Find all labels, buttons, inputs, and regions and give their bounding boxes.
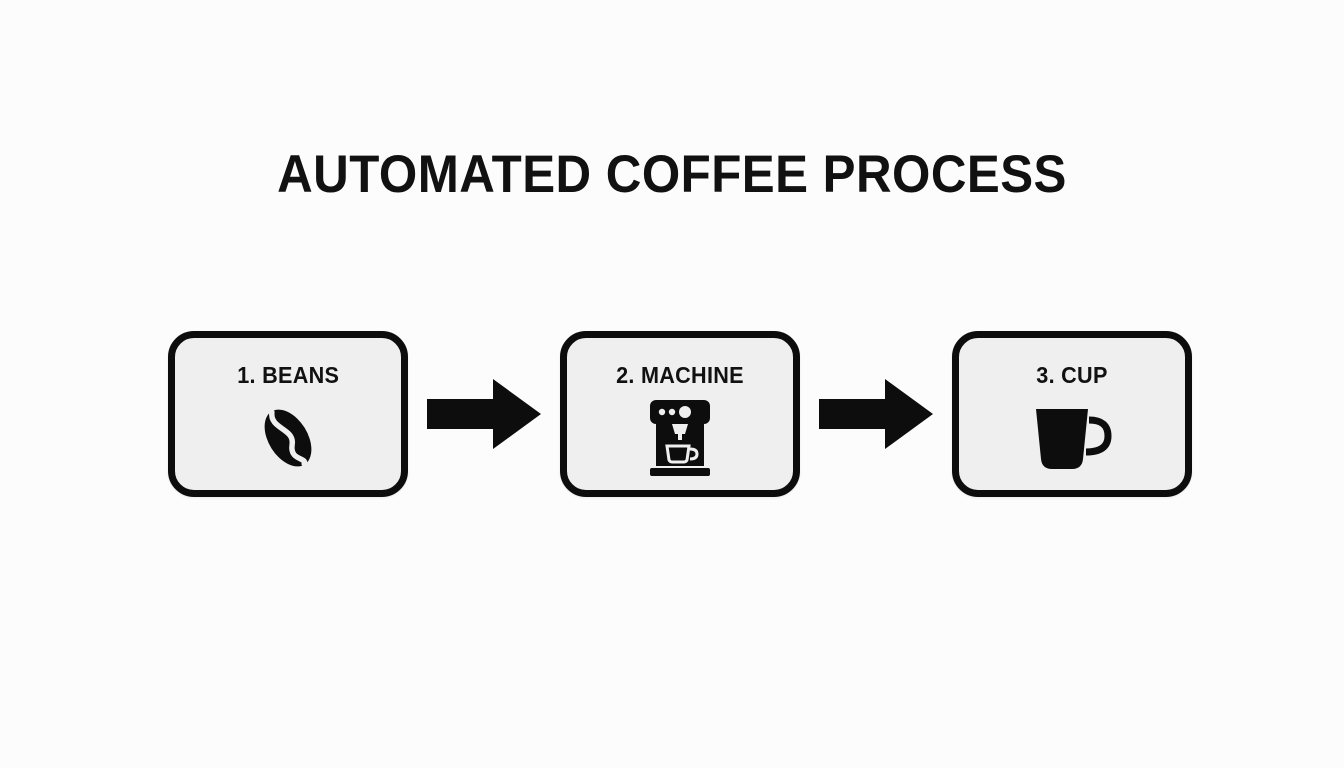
arrow-right-icon-1 bbox=[427, 379, 541, 449]
coffee-bean-icon bbox=[246, 399, 330, 477]
step-label-machine: 2. MACHINE bbox=[616, 362, 744, 388]
arrow-right-icon-2 bbox=[819, 379, 933, 449]
page-title: AUTOMATED COFFEE PROCESS bbox=[277, 145, 1067, 204]
step-label-cup: 3. CUP bbox=[1036, 362, 1108, 388]
coffee-cup-icon bbox=[1030, 399, 1114, 477]
process-flow: 1. BEANS 2. MACHINE bbox=[168, 330, 1192, 498]
step-label-beans: 1. BEANS bbox=[237, 362, 339, 388]
step-box-beans[interactable]: 1. BEANS bbox=[168, 331, 408, 497]
espresso-machine-icon bbox=[638, 399, 722, 477]
step-box-cup[interactable]: 3. CUP bbox=[952, 331, 1192, 497]
step-box-machine[interactable]: 2. MACHINE bbox=[560, 331, 800, 497]
